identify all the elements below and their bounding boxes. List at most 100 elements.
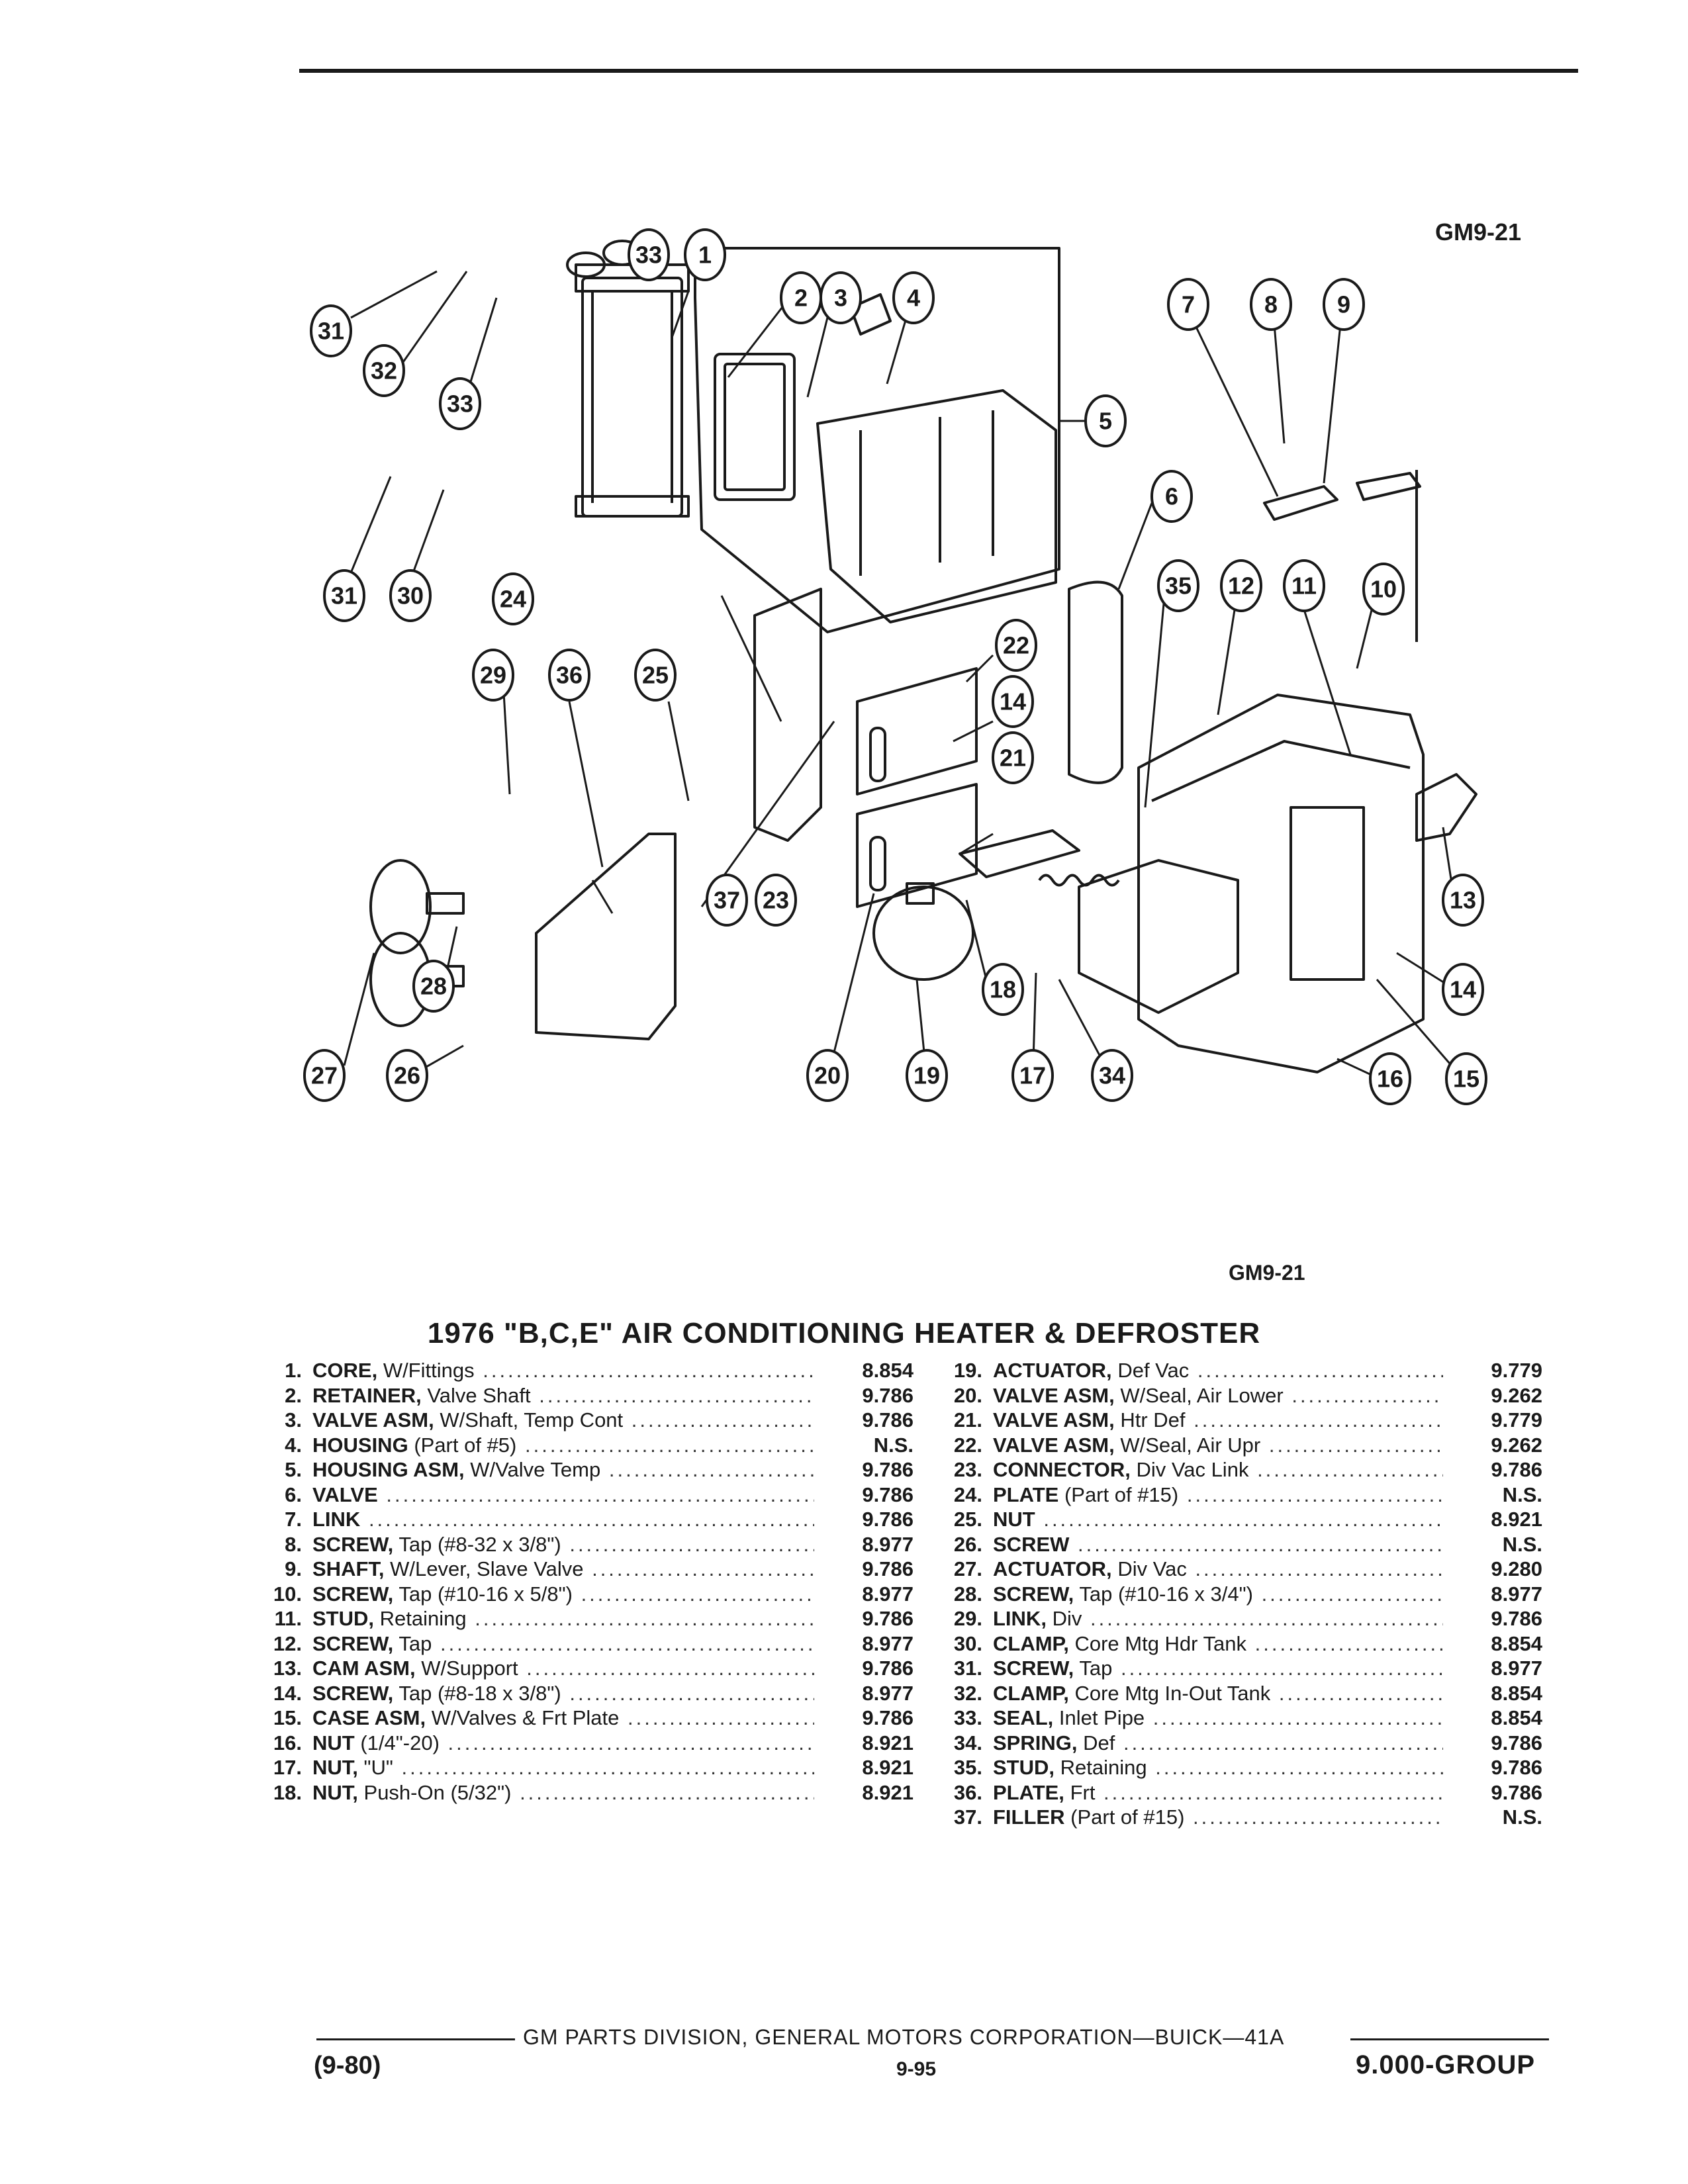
part-detail: (Part of #15) xyxy=(1064,1482,1179,1506)
part-description: CAM ASM, W/Support .....................… xyxy=(312,1656,814,1681)
part-group-number: 9.786 xyxy=(862,1383,914,1407)
parts-row: 18. NUT, Push-On (5/32") ................… xyxy=(266,1780,914,1805)
part-detail: W/Valve Temp xyxy=(470,1458,601,1481)
dot-leader: ........................................… xyxy=(631,1408,814,1432)
parts-row: 30.CLAMP, Core Mtg Hdr Tank ............… xyxy=(947,1631,1542,1657)
part-description: STUD, Retaining ........................… xyxy=(312,1606,814,1631)
part-description: NUT, Push-On (5/32") ...................… xyxy=(312,1780,814,1805)
callout-label: 15 xyxy=(1453,1066,1479,1093)
parts-row: 6.VALVE ................................… xyxy=(266,1482,914,1508)
callout-label: 22 xyxy=(1003,632,1029,659)
part-description: STUD, Retaining ........................… xyxy=(993,1755,1443,1780)
part-detail: Retaining xyxy=(379,1607,467,1630)
part-detail: Push-On (5/32") xyxy=(363,1780,512,1804)
part-number: 20. xyxy=(953,1383,982,1407)
dot-leader: ........................................… xyxy=(1043,1508,1443,1531)
part-name: FILLER xyxy=(993,1805,1065,1829)
part-detail: W/Seal, Air Lower xyxy=(1120,1383,1284,1407)
part-group-number: N.S. xyxy=(1502,1482,1542,1506)
actuator-19-drawing xyxy=(872,882,974,981)
part-description: NUT (1/4"-20) ..........................… xyxy=(312,1731,814,1756)
part-name: LINK, xyxy=(993,1607,1047,1630)
part-description: LINK ...................................… xyxy=(312,1507,814,1532)
callout-label: 1 xyxy=(698,242,712,269)
part-detail: "U" xyxy=(363,1756,393,1779)
part-number: 9. xyxy=(285,1557,302,1580)
dot-leader: ........................................… xyxy=(526,1657,814,1680)
part-group-number: 8.977 xyxy=(862,1681,914,1705)
part-description: SCREW, Tap (#8-32 x 3/8") ..............… xyxy=(312,1532,814,1557)
parts-row: 27.ACTUATOR, Div Vac ...................… xyxy=(947,1557,1542,1582)
part-group-number: 9.786 xyxy=(862,1607,914,1630)
part-group-number: 8.921 xyxy=(862,1780,914,1804)
part-group-number: 8.977 xyxy=(862,1631,914,1655)
callout-label: 29 xyxy=(480,662,506,689)
dot-leader: ........................................… xyxy=(628,1706,814,1729)
part-detail: Frt xyxy=(1070,1780,1096,1804)
part-detail: W/Seal, Air Upr xyxy=(1120,1433,1261,1457)
parts-row: 26.SCREW ...............................… xyxy=(947,1532,1542,1557)
callout-14 xyxy=(992,675,1034,728)
callout-32 xyxy=(363,344,405,397)
dot-leader: ........................................… xyxy=(1152,1706,1443,1729)
part-detail: Tap xyxy=(399,1631,432,1655)
part-detail: Htr Def xyxy=(1120,1408,1186,1432)
part-group-number: 9.786 xyxy=(862,1557,914,1580)
part-name: NUT, xyxy=(312,1780,358,1804)
callout-label: 11 xyxy=(1291,572,1317,600)
part-group-number: 9.786 xyxy=(862,1508,914,1531)
part-group-number: 8.854 xyxy=(862,1359,914,1382)
callout-9 xyxy=(1323,278,1365,331)
figure-code-caption: GM9-21 xyxy=(1229,1261,1305,1285)
parts-row: 8.SCREW, Tap (#8-32 x 3/8") ............… xyxy=(266,1532,914,1557)
valve-6-drawing xyxy=(1068,580,1123,784)
dot-leader: ........................................… xyxy=(569,1681,814,1705)
part-number: 10. xyxy=(273,1582,302,1606)
callout-label: 23 xyxy=(763,887,789,914)
parts-row: 17.NUT, "U" ............................… xyxy=(266,1755,914,1780)
part-detail: Div xyxy=(1052,1607,1082,1630)
heater-core-drawing xyxy=(566,240,690,518)
part-detail: Tap (#8-18 x 3/8") xyxy=(399,1681,561,1705)
part-detail: Def Vac xyxy=(1117,1359,1190,1382)
callout-label: 28 xyxy=(420,973,447,1000)
dot-leader: ........................................… xyxy=(1103,1780,1443,1804)
dot-leader: ........................................… xyxy=(581,1582,814,1606)
callout-27 xyxy=(303,1049,346,1102)
parts-row: 1.CORE, W/Fittings .....................… xyxy=(266,1358,914,1383)
part-number: 36. xyxy=(953,1780,982,1804)
callout-21 xyxy=(992,731,1034,784)
part-name: STUD, xyxy=(993,1756,1055,1779)
part-number: 18. xyxy=(273,1780,302,1804)
dot-leader: ........................................… xyxy=(1186,1482,1443,1506)
part-group-number: 9.262 xyxy=(1491,1433,1542,1457)
part-group-number: N.S. xyxy=(1502,1532,1542,1556)
callout-label: 10 xyxy=(1370,576,1397,603)
callout-28 xyxy=(412,960,455,1013)
part-name: STUD, xyxy=(312,1607,374,1630)
part-group-number: 9.786 xyxy=(1491,1458,1542,1481)
callout-12 xyxy=(1220,559,1262,612)
part-name: RETAINER, xyxy=(312,1383,422,1407)
callout-label: 34 xyxy=(1099,1062,1125,1089)
parts-row: 11.STUD, Retaining .....................… xyxy=(266,1606,914,1631)
parts-row: 33.SEAL, Inlet Pipe ....................… xyxy=(947,1706,1542,1731)
part-number: 26. xyxy=(953,1532,982,1556)
part-description: SHAFT, W/Lever, Slave Valve ............… xyxy=(312,1557,814,1582)
parts-row: 36.PLATE, Frt ..........................… xyxy=(947,1780,1542,1805)
callout-label: 2 xyxy=(794,285,808,312)
part-name: SCREW, xyxy=(312,1631,394,1655)
dot-leader: ........................................… xyxy=(1123,1731,1443,1754)
part-name: HOUSING ASM, xyxy=(312,1458,465,1481)
part-number: 12. xyxy=(273,1631,302,1655)
part-description: NUT, "U" ...............................… xyxy=(312,1755,814,1780)
parts-row: 12.SCREW, Tap ..........................… xyxy=(266,1631,914,1657)
part-number: 30. xyxy=(953,1631,982,1655)
parts-row: 35.STUD, Retaining .....................… xyxy=(947,1755,1542,1780)
part-name: SCREW, xyxy=(993,1657,1074,1680)
part-number: 29. xyxy=(953,1607,982,1630)
callout-label: 19 xyxy=(914,1062,940,1089)
part-name: VALVE xyxy=(312,1482,378,1506)
part-group-number: 8.977 xyxy=(1491,1657,1542,1680)
part-description: SCREW, Tap (#10-16 x 5/8") .............… xyxy=(312,1582,814,1607)
